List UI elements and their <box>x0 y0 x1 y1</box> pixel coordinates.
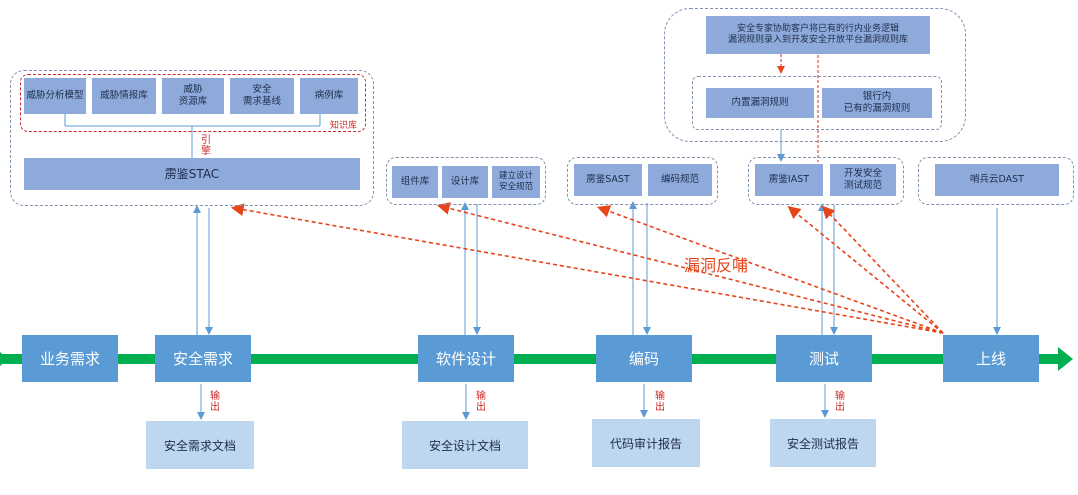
stage-business-requirements: 业务需求 <box>22 335 118 382</box>
component-library: 组件库 <box>392 166 438 198</box>
sast-tool: 雳鉴SAST <box>574 164 642 196</box>
pipeline-arrowhead <box>1058 347 1073 371</box>
expert-note: 安全专家协助客户将已有的行内业务逻辑 漏洞规则录入到开发安全开放平台漏洞规则库 <box>706 16 930 54</box>
coding-standard: 编码规范 <box>648 164 712 196</box>
output-label-1: 输出 <box>210 391 220 413</box>
output-label-4: 输出 <box>835 391 845 413</box>
doc-security-requirements: 安全需求文档 <box>146 421 254 469</box>
coding-tools-group <box>567 157 718 205</box>
dast-tool: 哨兵云DAST <box>935 164 1059 196</box>
rule-library-frame <box>692 76 942 130</box>
design-security-spec: 建立设计 安全规范 <box>492 166 540 198</box>
dast-group <box>918 157 1074 205</box>
stage-security-requirements: 安全需求 <box>155 335 251 382</box>
kb-item-threat-intel: 威胁情报库 <box>92 78 156 114</box>
stage-software-design: 软件设计 <box>418 335 514 382</box>
doc-code-audit-report: 代码审计报告 <box>592 419 700 467</box>
stage-coding: 编码 <box>596 335 692 382</box>
expert-rules-group <box>664 8 966 142</box>
design-tools-group <box>386 157 546 205</box>
knowledge-base-label: 知识库 <box>330 121 358 131</box>
stage-go-live: 上线 <box>943 335 1039 382</box>
knowledge-engine-group <box>10 70 374 206</box>
kb-item-threat-resource: 威胁 资源库 <box>162 78 224 114</box>
iast-tool: 雳鉴IAST <box>755 164 823 196</box>
testing-tools-group <box>748 157 904 205</box>
design-library: 设计库 <box>442 166 488 198</box>
pipeline-bar <box>0 354 1062 364</box>
bank-existing-rules: 银行内 已有的漏洞规则 <box>822 88 932 118</box>
output-label-3: 输出 <box>655 391 665 413</box>
kb-item-security-baseline: 安全 需求基线 <box>230 78 294 114</box>
stac-tool: 雳鉴STAC <box>24 158 360 190</box>
doc-security-design: 安全设计文档 <box>402 421 528 469</box>
doc-security-test-report: 安全测试报告 <box>770 419 876 467</box>
builtin-rules: 内置漏洞规则 <box>706 88 814 118</box>
stage-testing: 测试 <box>776 335 872 382</box>
knowledge-base-frame <box>20 74 366 132</box>
kb-item-case-library: 病例库 <box>300 78 358 114</box>
feedback-label: 漏洞反哺 <box>684 256 749 275</box>
kb-item-threat-model: 威胁分析模型 <box>24 78 86 114</box>
output-label-2: 输出 <box>476 391 486 413</box>
engine-label: 引擎 <box>201 135 211 157</box>
dev-security-test-spec: 开发安全 测试规范 <box>830 164 896 196</box>
